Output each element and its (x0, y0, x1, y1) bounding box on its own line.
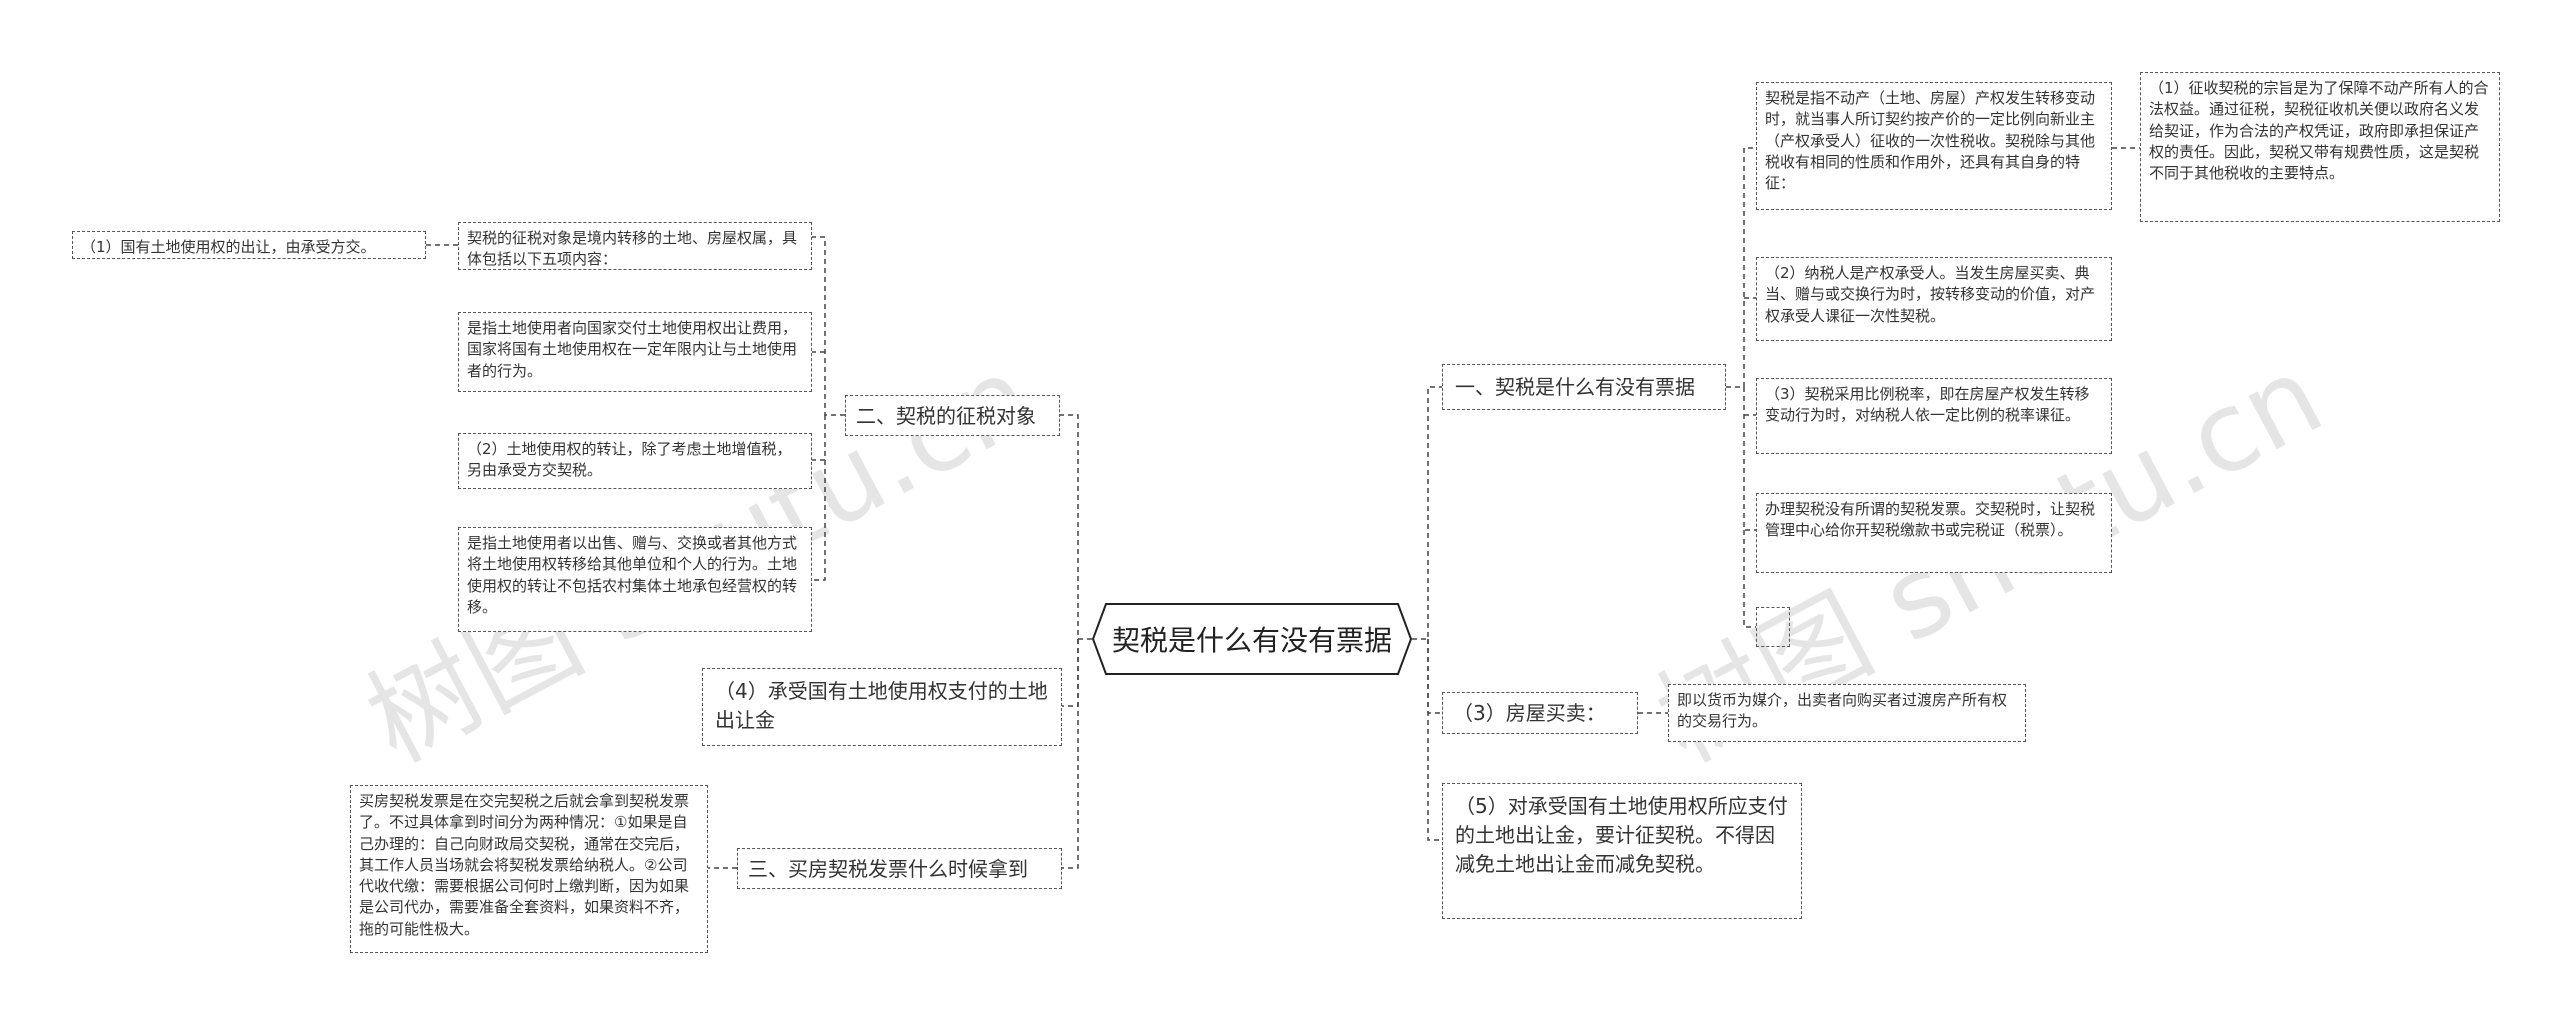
tax-objects-item-2: 是指土地使用者向国家交付土地使用权出让费用，国家将国有土地使用权在一定年限内让与… (458, 312, 812, 392)
house-sale-detail: 即以货币为媒介，出卖者向购买者过渡房产所有权的交易行为。 (1668, 684, 2026, 742)
invoice-time-detail: 买房契税发票是在交完契税之后就会拿到契税发票了。不过具体拿到时间分为两种情况：①… (350, 785, 708, 953)
deed-tax-definition: 契税是指不动产（土地、房屋）产权发生转移变动时，就当事人所订契约按产价的一定比例… (1756, 82, 2112, 210)
branch-tax-objects: 二、契税的征税对象 (845, 395, 1060, 436)
empty-node (1756, 607, 1790, 647)
tax-objects-item-4: 是指土地使用者以出售、赠与、交换或者其他方式将土地使用权转移给其他单位和个人的行… (458, 527, 812, 632)
deed-tax-no-invoice: 办理契税没有所谓的契税发票。交契税时，让契税管理中心给你开契税缴款书或完税证（税… (1756, 493, 2112, 573)
tax-objects-item-3: （2）土地使用权的转让，除了考虑土地增值税，另由承受方交契税。 (458, 433, 812, 489)
deed-tax-purpose: （1）征收契税的宗旨是为了保障不动产所有人的合法权益。通过征税，契税征收机关便以… (2140, 72, 2500, 222)
root-border (1092, 603, 1412, 675)
branch-invoice-time: 三、买房契税发票什么时候拿到 (737, 848, 1062, 889)
branch-land-premium: （4）承受国有土地使用权支付的土地出让金 (702, 668, 1062, 746)
root-node: 契税是什么有没有票据 (1092, 603, 1412, 675)
branch-house-sale: （3）房屋买卖： (1442, 692, 1638, 734)
deed-tax-rate: （3）契税采用比例税率，即在房屋产权发生转移变动行为时，对纳税人依一定比例的税率… (1756, 378, 2112, 454)
root-label: 契税是什么有没有票据 (1111, 624, 1392, 657)
branch-what-is-deed-tax: 一、契税是什么有没有票据 (1442, 364, 1726, 410)
tax-objects-intro: 契税的征税对象是境内转移的土地、房屋权属，具体包括以下五项内容： (458, 222, 812, 270)
branch-land-premium-tax: （5）对承受国有土地使用权所应支付的土地出让金，要计征契税。不得因减免土地出让金… (1442, 783, 1802, 919)
tax-objects-sub-item: （1）国有土地使用权的出让，由承受方交。 (72, 231, 426, 259)
deed-tax-taxpayer: （2）纳税人是产权承受人。当发生房屋买卖、典当、赠与或交换行为时，按转移变动的价… (1756, 257, 2112, 341)
